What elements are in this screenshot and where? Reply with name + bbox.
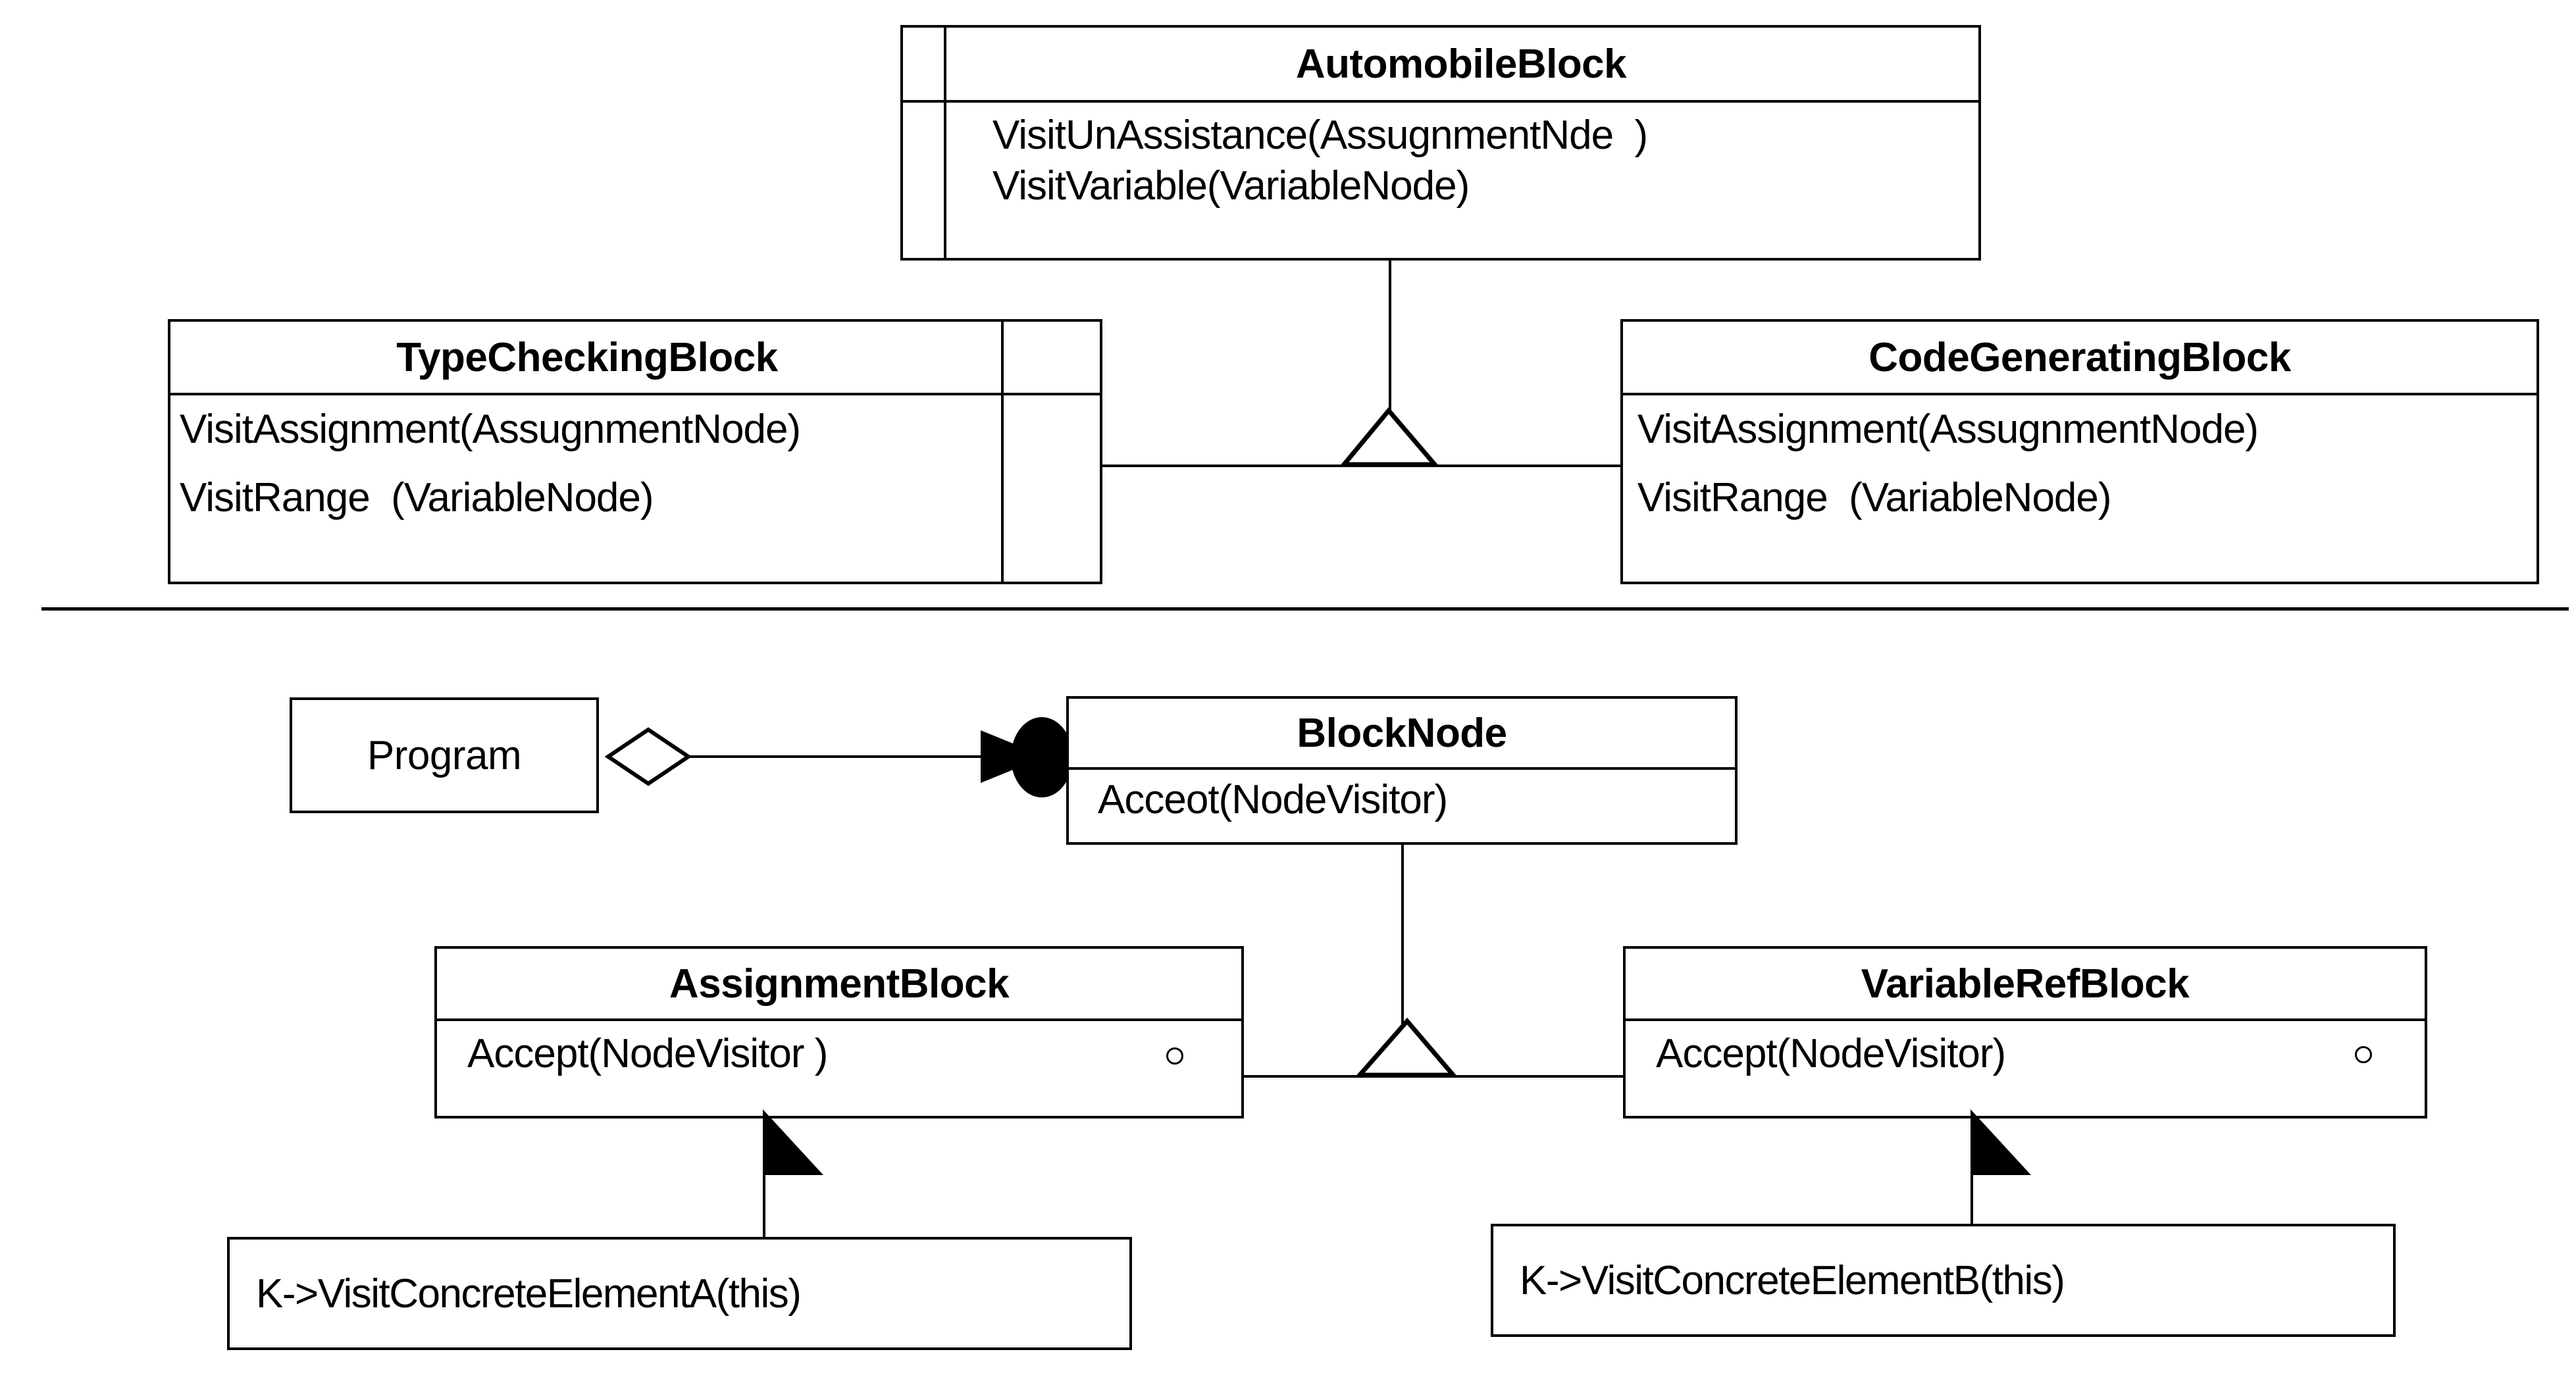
automobile-block-left-column-divider xyxy=(944,28,946,258)
code-generating-block-title-separator xyxy=(1623,393,2537,395)
type-checking-block-title: TypeCheckingBlock xyxy=(396,334,778,380)
generalization-stem-top xyxy=(1389,261,1391,412)
note-right-text: K->VisitConcreteElementB(this) xyxy=(1520,1257,2065,1303)
automobile-block-method-1: VisitVariable(VariableNode) xyxy=(992,163,1470,209)
class-box-automobile-block[interactable]: AutomobileBlock VisitUnAssistance(Assugn… xyxy=(900,25,1981,261)
note-left-text: K->VisitConcreteElementA(this) xyxy=(256,1270,802,1317)
assignment-block-title-separator xyxy=(437,1018,1241,1021)
type-checking-block-title-separator xyxy=(170,393,1100,395)
variable-ref-block-title: VariableRefBlock xyxy=(1861,961,2190,1007)
type-checking-block-method-0: VisitAssignment(AssugnmentNode) xyxy=(180,407,801,452)
class-box-program[interactable]: Program xyxy=(290,697,599,813)
code-generating-block-title: CodeGeneratingBlock xyxy=(1868,334,2291,380)
note-link-arrowhead-left xyxy=(763,1109,823,1175)
note-link-stem-right xyxy=(1971,1112,1973,1257)
automobile-block-title-separator xyxy=(903,100,1978,103)
assignment-block-title: AssignmentBlock xyxy=(669,961,1010,1007)
generalization-triangle-top xyxy=(1339,407,1440,467)
note-link-stem-left xyxy=(763,1112,765,1270)
program-label: Program xyxy=(367,732,522,778)
assignment-block-interface-circle-icon xyxy=(1166,1047,1183,1065)
code-generating-block-method-1: VisitRange (VariableNode) xyxy=(1637,475,2112,520)
automobile-block-method-0: VisitUnAssistance(AssugnmentNde ) xyxy=(992,113,1648,158)
generalization-stem-bottom xyxy=(1401,845,1404,1024)
code-generating-block-method-0: VisitAssignment(AssugnmentNode) xyxy=(1637,407,2259,452)
assignment-block-method-0: Accept(NodeVisitor ) xyxy=(467,1031,828,1076)
aggregation-line xyxy=(690,755,1039,758)
aggregation-filled-dot xyxy=(1011,717,1073,797)
type-checking-block-method-1: VisitRange (VariableNode) xyxy=(180,475,654,520)
variable-ref-block-interface-circle-icon xyxy=(2355,1046,2372,1063)
class-box-assignment-block[interactable]: AssignmentBlock Accept(NodeVisitor ) xyxy=(434,946,1244,1118)
block-node-method-0: Acceot(NodeVisitor) xyxy=(1098,777,1448,822)
variable-ref-block-method-0: Accept(NodeVisitor) xyxy=(1656,1031,2006,1076)
block-node-title-separator xyxy=(1069,767,1735,770)
variable-ref-block-title-separator xyxy=(1626,1018,2425,1021)
generalization-triangle-bottom xyxy=(1354,1017,1458,1078)
note-box-right[interactable]: K->VisitConcreteElementB(this) xyxy=(1491,1224,2396,1337)
automobile-block-title: AutomobileBlock xyxy=(1295,41,1627,87)
block-node-title: BlockNode xyxy=(1297,710,1507,756)
note-link-arrowhead-right xyxy=(1971,1109,2031,1175)
note-box-left[interactable]: K->VisitConcreteElementA(this) xyxy=(227,1237,1132,1350)
class-box-code-generating-block[interactable]: CodeGeneratingBlock VisitAssignment(Assu… xyxy=(1620,319,2539,584)
aggregation-diamond xyxy=(604,727,692,786)
type-checking-block-right-column-divider xyxy=(1001,322,1004,582)
class-box-variable-ref-block[interactable]: VariableRefBlock Accept(NodeVisitor) xyxy=(1623,946,2427,1118)
class-box-block-node[interactable]: BlockNode Acceot(NodeVisitor) xyxy=(1066,696,1738,845)
class-box-type-checking-block[interactable]: TypeCheckingBlock VisitAssignment(Assugn… xyxy=(168,319,1102,584)
section-divider xyxy=(41,607,2569,611)
